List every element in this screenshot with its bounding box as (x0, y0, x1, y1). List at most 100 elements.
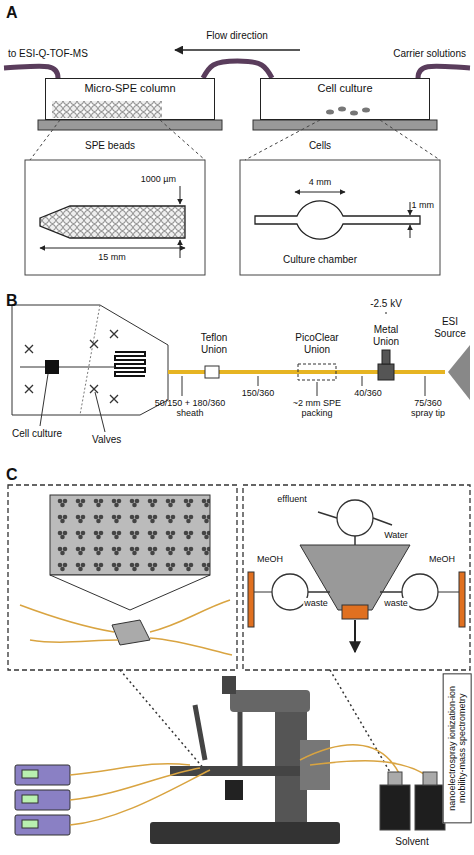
panel-c-drawing-part (342, 605, 368, 619)
dimension: 4 mm (309, 177, 332, 187)
panel-a-drawing-part (25, 160, 205, 275)
panel-c-drawing-part (170, 766, 300, 776)
panel-a-drawing-part (253, 120, 437, 130)
panel-c-drawing-part (248, 572, 254, 627)
panel-c-drawing-part (15, 765, 70, 835)
part-label: Valves (92, 434, 121, 446)
capillary-size: 150/360 (242, 388, 275, 398)
panel-c-drawing-part-part (380, 785, 410, 830)
panel-c-drawing-part (8, 485, 237, 670)
panel-a-drawing (4, 50, 470, 275)
part-label: Culture chamber (283, 254, 357, 266)
instrument-box: nanoelectrospray ionization-ion mobility… (443, 673, 472, 823)
panel-a-drawing-part (40, 206, 185, 238)
panel-a-drawing-part (362, 108, 370, 113)
panel-b-drawing-part (115, 352, 145, 376)
port-label: effluent (276, 494, 307, 504)
panel-letter: B (6, 292, 18, 310)
part-label: SPE beads (85, 140, 135, 152)
panel-b-drawing-part (25, 330, 118, 403)
panel-a-drawing-part (38, 120, 222, 130)
part-label: ESI Source (430, 316, 470, 339)
part-label: Cells (309, 140, 331, 152)
panel-a-drawing-part (30, 120, 60, 160)
panel-b-drawing-part (448, 345, 470, 400)
solvent-label: MeOH (428, 554, 456, 564)
panel-a-drawing-part (180, 186, 181, 204)
panel-c-drawing-part-part (22, 795, 38, 803)
panel-c-drawing-part (230, 690, 310, 712)
panel-c-drawing-part-part (15, 765, 70, 785)
panel-b-drawing-part (80, 367, 115, 368)
panel-b-drawing-part (20, 367, 45, 368)
panel-a-drawing-part (380, 120, 440, 160)
panel-b-drawing (12, 305, 470, 432)
panel-b-drawing-part (386, 312, 387, 314)
panel-a-drawing-part (175, 49, 300, 51)
voltage-label: -2.5 kV (370, 298, 402, 310)
panel-b-drawing-part (378, 364, 394, 380)
panel-a-drawing-part (350, 111, 358, 116)
panel-b-drawing-part (258, 376, 259, 386)
dimension: 1000 µm (141, 174, 176, 184)
panel-b-drawing-part (12, 305, 168, 415)
panel-c-drawing-part (254, 592, 272, 593)
panel-c-drawing-part (308, 512, 402, 592)
part-label: Teflon Union (189, 332, 239, 355)
panel-c-drawing-part (20, 600, 232, 655)
panel-b-drawing-part (59, 367, 80, 368)
panel-c-drawing (8, 485, 470, 844)
part-label: Cell culture (12, 428, 62, 440)
panel-c-drawing-part (50, 495, 210, 575)
panel-c-drawing-part (225, 780, 243, 800)
panel-c-drawing-part (438, 592, 459, 593)
panel-c-drawing-part (243, 485, 470, 670)
panel-c-drawing-part (195, 705, 240, 766)
device-box: Cell culture (260, 78, 430, 120)
panel-a-drawing-part (410, 202, 411, 215)
panel-a-drawing-part (418, 66, 470, 78)
panel-b-drawing-part (298, 364, 336, 380)
panel-c-drawing-part (150, 822, 340, 844)
panel-a-drawing-part (245, 120, 320, 160)
panel-c-drawing-part (272, 500, 438, 610)
panel-b-drawing-part (362, 376, 363, 386)
panel-a-drawing-part (240, 160, 440, 275)
panel-c-drawing-part (300, 545, 410, 610)
inlet-label: Carrier solutions (393, 48, 466, 60)
panel-letter: A (6, 4, 18, 22)
part-label: Metal Union (366, 324, 406, 347)
capillary-size: ~2 mm SPE packing (288, 398, 346, 419)
panel-b-drawing-part (40, 374, 48, 426)
panel-c-drawing-part-part (415, 785, 445, 830)
panel-c-drawing-part (380, 772, 445, 830)
port-label: waste (303, 598, 329, 608)
panel-c-drawing-part-part (22, 820, 38, 828)
node-text: nanoelectrospray ionization-ion mobility… (447, 678, 468, 818)
panel-c-drawing-part-part (15, 815, 70, 835)
panel-a-drawing-part (52, 101, 162, 118)
outlet-label: to ESI-Q-TOF-MS (8, 48, 88, 60)
panel-a-drawing-part (295, 192, 345, 193)
panel-a-drawing-part (410, 225, 411, 238)
panel-b-drawing-part (425, 376, 426, 396)
tubing (203, 61, 272, 78)
panel-c-drawing-part (112, 620, 150, 645)
panel-a-drawing-part (40, 248, 185, 249)
solvent-label: MeOH (256, 554, 284, 564)
panel-c-drawing-part (70, 745, 430, 825)
panel-c-drawing-part-part (423, 772, 437, 785)
panel-b-drawing-part (95, 392, 105, 432)
device-box: Micro-SPE column (45, 78, 215, 120)
panel-c-drawing-part (330, 670, 390, 772)
panel-c-drawing-part (120, 670, 205, 770)
panel-c-drawing-part (22, 770, 38, 828)
panel-b-drawing-part (182, 376, 183, 396)
panel-c-drawing-part-part (22, 770, 38, 778)
panel-c-drawing-part (459, 572, 465, 627)
panel-b-drawing-part (45, 360, 59, 374)
panel-b-drawing-part (317, 382, 318, 396)
flow-label: Flow direction (206, 30, 268, 42)
